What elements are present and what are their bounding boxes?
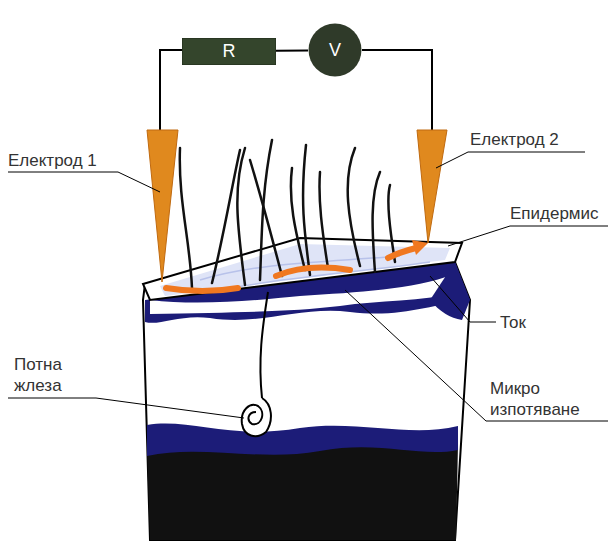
wire (160, 50, 182, 132)
leader-lines (8, 152, 608, 421)
current-label: Ток (500, 312, 526, 333)
dermis-band (147, 424, 458, 456)
layer-label: Епидермис (510, 203, 599, 224)
resistor-body (182, 38, 276, 65)
sweat-label: Микро изпотяване (490, 378, 608, 421)
sweat-film (160, 244, 450, 296)
voltmeter-circle (309, 24, 362, 77)
wire (276, 49, 308, 51)
wire (362, 50, 432, 132)
sweat-duct (260, 292, 268, 398)
voltmeter-symbol: V (308, 23, 362, 77)
resistor-symbol: R (182, 38, 276, 65)
electrode-label: Електрод 1 (8, 150, 97, 171)
gland-label: Потна жлеза (14, 354, 114, 397)
side-band (430, 262, 470, 320)
symbol-letter: R (223, 41, 236, 62)
electrode-label: Електрод 2 (470, 129, 559, 150)
electrode (147, 130, 178, 282)
sweat-gland (242, 398, 271, 436)
skin-block (143, 262, 470, 540)
current-path (166, 248, 416, 291)
electrode (417, 130, 447, 243)
symbol-letter: V (329, 40, 341, 61)
hairs (180, 140, 395, 288)
subcutis-layer (147, 443, 458, 540)
current-arrowhead (412, 240, 428, 255)
